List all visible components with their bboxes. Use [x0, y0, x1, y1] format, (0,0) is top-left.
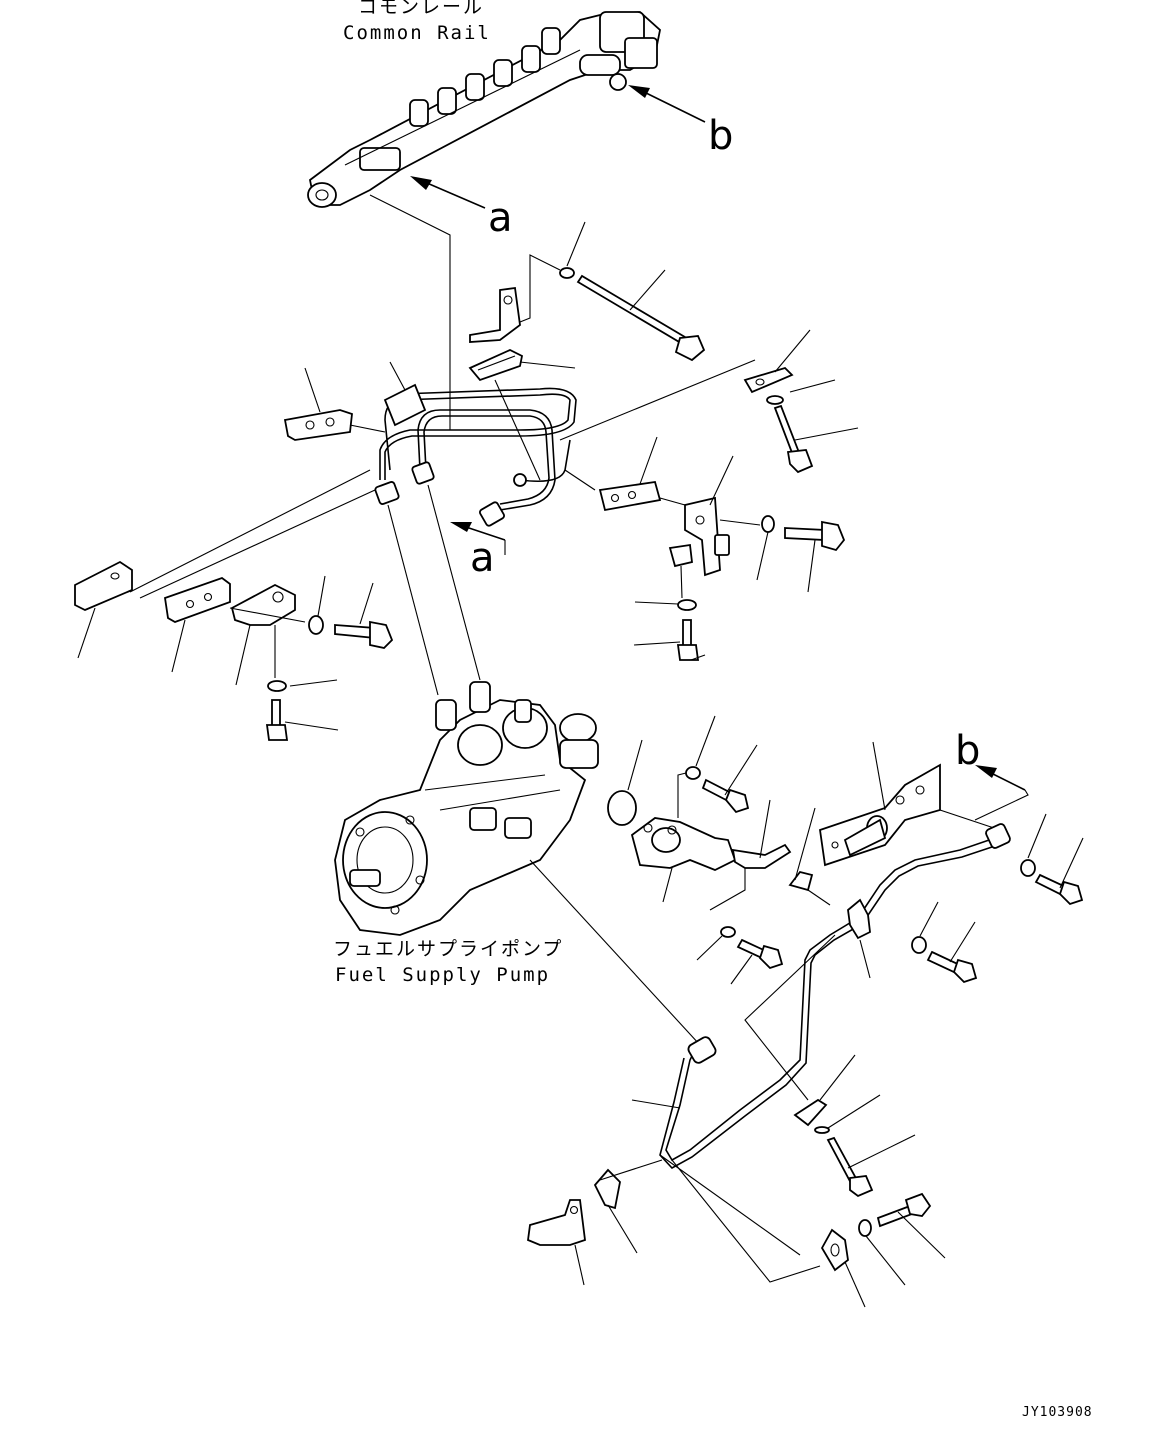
bolt-icon — [876, 1192, 932, 1228]
washer-icon — [685, 766, 701, 780]
washer-icon — [858, 1219, 872, 1237]
clamp-icon — [163, 576, 231, 623]
fuel-pipe-icon — [379, 387, 577, 511]
bracket-icon — [630, 817, 737, 871]
clamp-icon — [74, 560, 133, 611]
common-rail-label-jp: コモンレール — [358, 0, 485, 18]
bolt-icon — [784, 520, 846, 552]
bolt-icon — [926, 950, 978, 984]
common-rail-label-en: Common Rail — [343, 22, 491, 44]
washer-icon — [911, 936, 927, 954]
bolt-icon — [701, 778, 750, 814]
clamp-icon — [468, 349, 524, 382]
clamp-icon — [731, 843, 792, 869]
clamp-icon — [788, 870, 814, 892]
bolt-icon — [265, 699, 289, 741]
fuel-supply-pump-label-en: Fuel Supply Pump — [335, 964, 551, 986]
clamp-icon — [283, 409, 353, 441]
clamp-icon — [820, 1228, 849, 1272]
bracket-icon — [469, 286, 521, 343]
ref-label-b-top: b — [708, 113, 734, 159]
common-rail-icon — [307, 11, 661, 208]
washer-icon — [720, 926, 736, 938]
bracket-icon — [230, 583, 296, 626]
washer-icon — [761, 515, 775, 533]
bolt-icon — [1034, 873, 1084, 906]
bracket-icon — [668, 496, 730, 577]
ref-label-a-mid: a — [470, 535, 495, 581]
bolt-icon — [676, 619, 700, 661]
clamp-icon — [598, 480, 662, 512]
drawing-code: JY103908 — [1022, 1405, 1093, 1420]
fuel-supply-pump-label-jp: フュエルサプライポンプ — [333, 938, 564, 960]
washer-icon — [607, 790, 637, 826]
bracket-icon — [527, 1199, 586, 1246]
washer-icon — [1020, 859, 1036, 877]
clamp-icon — [847, 898, 871, 940]
ref-label-b-right: b — [955, 728, 981, 774]
ref-label-a-top: a — [488, 195, 513, 241]
clamp-icon — [593, 1168, 621, 1210]
fuel-pipe-icon — [659, 837, 999, 1170]
bolt-icon — [773, 404, 814, 474]
washer-icon — [308, 615, 324, 635]
washer-icon — [559, 267, 575, 279]
bolt-icon — [576, 274, 706, 362]
bolt-icon — [736, 938, 784, 970]
bolt-icon — [826, 1136, 874, 1198]
bolt-icon — [334, 620, 394, 649]
clamp-icon — [793, 1098, 828, 1127]
clamp-icon — [743, 366, 794, 394]
fuel-supply-pump-icon — [334, 681, 599, 936]
